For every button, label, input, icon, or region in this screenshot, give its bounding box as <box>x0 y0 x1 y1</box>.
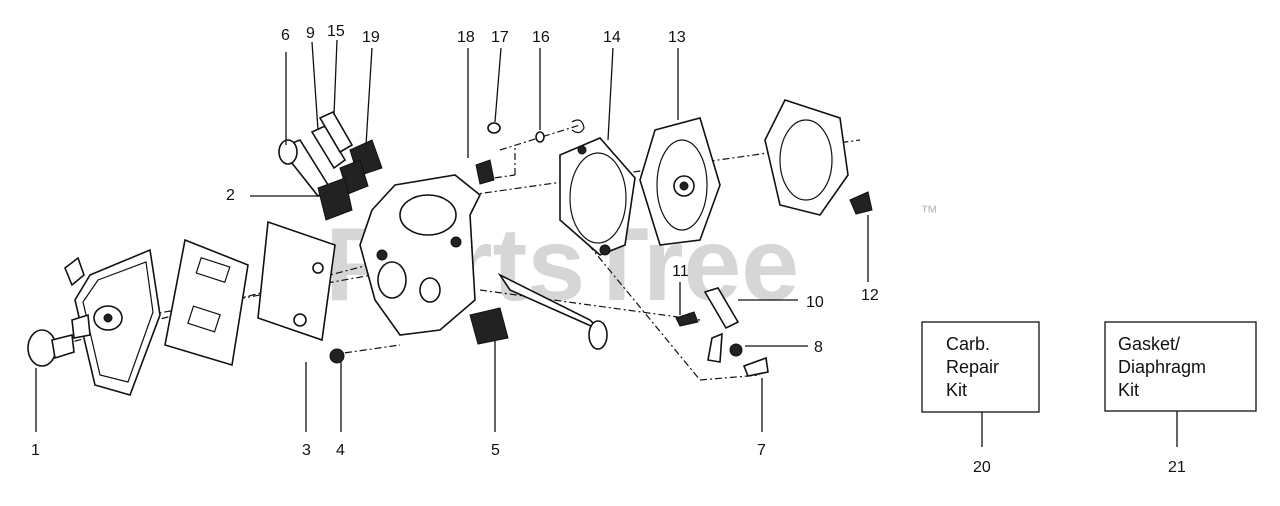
callout-18: 18 <box>457 29 475 46</box>
callout-1: 1 <box>31 442 40 459</box>
callout-21: 21 <box>1168 459 1186 476</box>
callout-13: 13 <box>668 29 686 46</box>
part-3-pump-gasket <box>164 220 336 367</box>
callout-17: 17 <box>491 29 509 46</box>
callout-16: 16 <box>532 29 550 46</box>
callout-7: 7 <box>757 442 766 459</box>
callout-12: 12 <box>861 287 879 304</box>
carburetor-body <box>359 174 482 336</box>
callout-11: 11 <box>672 263 689 280</box>
carb-kit-line-1: Carb. <box>946 334 990 354</box>
callout-10: 10 <box>806 294 824 311</box>
parts-needle-valve <box>475 119 585 185</box>
gasket-diaphragm-kit-box: Gasket/ Diaphragm Kit 21 <box>1104 321 1257 476</box>
parts-adjusting-screws <box>278 110 383 221</box>
carb-repair-kit-box: Carb. Repair Kit 20 <box>921 321 1040 476</box>
callout-2: 2 <box>226 187 235 204</box>
callout-20: 20 <box>973 459 991 476</box>
callout-14: 14 <box>603 29 621 46</box>
leader-lines <box>35 39 869 432</box>
gasket-kit-line-2: Diaphragm <box>1118 357 1206 377</box>
part-13-metering-diaphragm <box>639 117 721 246</box>
part-5-throttle-shaft <box>469 272 608 350</box>
callout-19: 19 <box>362 29 380 46</box>
parts-metering-lever <box>675 287 769 377</box>
gasket-kit-line-1: Gasket/ <box>1118 334 1180 354</box>
callout-9: 9 <box>306 25 315 42</box>
callout-6: 6 <box>281 27 290 44</box>
part-14-metering-gasket <box>559 137 636 256</box>
carb-kit-line-3: Kit <box>946 380 967 400</box>
carb-kit-line-2: Repair <box>946 357 999 377</box>
part-4-screw <box>329 348 345 364</box>
callout-5: 5 <box>491 442 500 459</box>
callout-4: 4 <box>336 442 345 459</box>
part-1-inlet-cover <box>27 248 161 396</box>
trademark-symbol: ™ <box>920 202 938 222</box>
part-12-cover-screw <box>849 191 873 215</box>
callout-3: 3 <box>302 442 311 459</box>
callout-8: 8 <box>814 339 823 356</box>
callout-numbers: 1 2 3 4 5 6 7 8 9 10 11 12 13 14 15 16 1… <box>31 23 879 459</box>
metering-cover <box>764 99 849 216</box>
gasket-kit-line-3: Kit <box>1118 380 1139 400</box>
callout-15: 15 <box>327 23 345 40</box>
